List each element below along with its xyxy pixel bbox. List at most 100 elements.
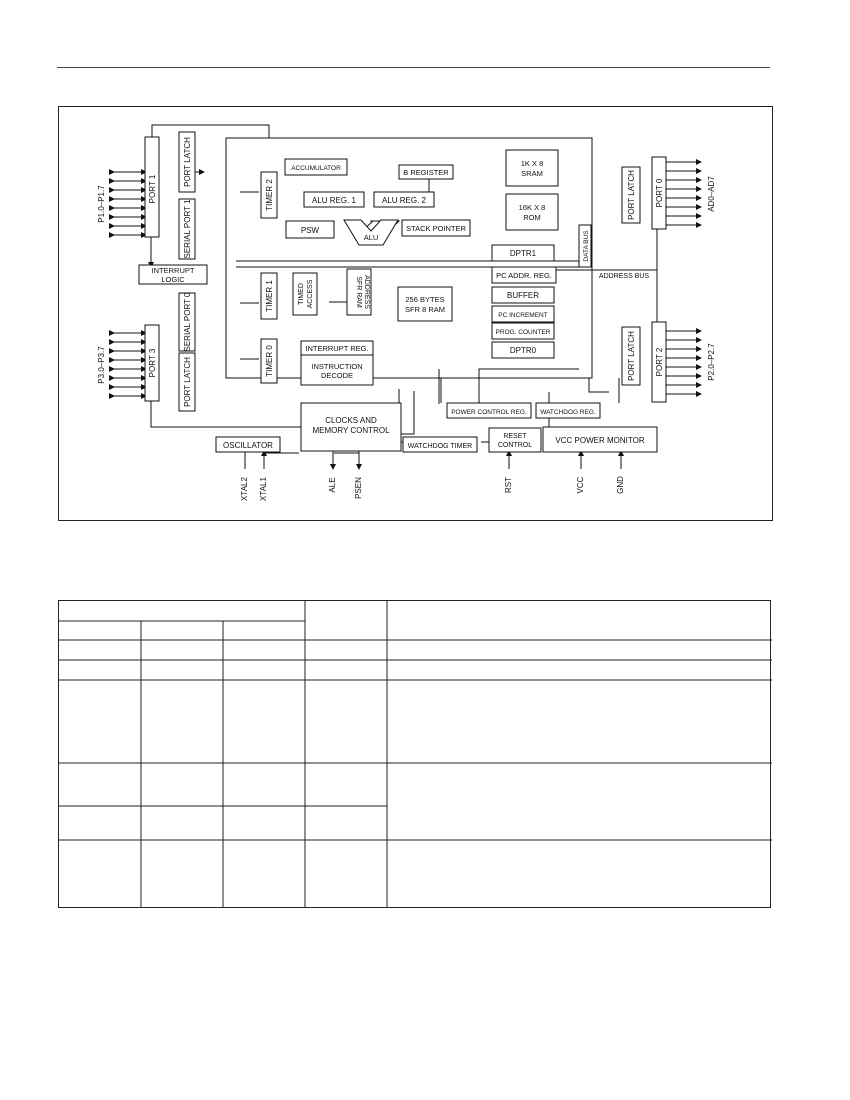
pc-increment-block (491, 305, 555, 323)
dptr0-block (491, 341, 555, 359)
port-latch-2-block (621, 326, 641, 386)
oscillator-block (215, 436, 281, 453)
dptr1-block (491, 244, 555, 262)
oscillator-label: OSCILLATOR (223, 441, 273, 450)
accumulator-label: ACCUMULATOR (291, 165, 341, 172)
xtal1-label: XTAL1 (259, 477, 268, 501)
b-register-label: B REGISTER (403, 168, 449, 177)
p2-pin-arrows (662, 328, 702, 397)
rom-label-2: ROM (523, 213, 541, 222)
instruction-decode-block (300, 354, 374, 386)
rst-label: RST (504, 477, 513, 493)
ram-label-1: 256 BYTES (405, 295, 444, 304)
sfr-ram-address-label-1: SFR RAM (355, 276, 362, 308)
sfr-ram-address-label-2: ADDRESS (363, 275, 370, 309)
timer0-block (260, 338, 278, 384)
instruction-decode-label-1: INSTRUCTION (311, 362, 362, 371)
port-latch-0-label: PORT LATCH (627, 170, 636, 220)
alu-reg1-block (303, 191, 365, 208)
vcc-power-monitor-label: VCC POWER MONITOR (555, 436, 644, 445)
port-latch-0-block (621, 166, 641, 224)
xtal2-label: XTAL2 (240, 477, 249, 501)
prog-counter-label: PROG. COUNTER (496, 329, 551, 336)
port3-label: PORT 3 (148, 348, 157, 377)
serial-port-0-label: SERIAL PORT 0 (183, 292, 192, 352)
serial-port-1-label: SERIAL PORT 1 (183, 199, 192, 259)
pin-description-table (58, 600, 772, 908)
timed-access-label-2: ACCESS (307, 279, 314, 308)
alu-reg2-block (373, 191, 435, 208)
stack-pointer-label: STACK POINTER (406, 224, 466, 233)
header-rule (57, 67, 770, 68)
block-diagram-svg: PORT 1 PORT LATCH SERIAL PORT 1 TIMER 2 … (97, 124, 716, 501)
reset-control-label-1: RESET (503, 433, 527, 440)
port-latch-1-block (178, 131, 196, 193)
reset-control-block (488, 427, 542, 453)
interrupt-logic-block (138, 264, 208, 285)
b-register-block (398, 164, 454, 180)
internal-bus-frame (225, 137, 593, 379)
block-diagram: PORT 1 PORT LATCH SERIAL PORT 1 TIMER 2 … (58, 106, 773, 521)
alu-block (343, 219, 399, 246)
alu-reg1-label: ALU REG. 1 (312, 196, 357, 205)
port0-label: PORT 0 (655, 178, 664, 207)
timer2-label: TIMER 2 (265, 179, 274, 211)
vcc-label: VCC (576, 476, 585, 493)
watchdog-reg-label: WATCHDOG REG. (540, 409, 596, 416)
sram-block (505, 149, 559, 187)
rom-block (505, 193, 559, 231)
port1-block (144, 136, 160, 238)
psw-block (285, 220, 335, 239)
p1-pin-label: P1.0–P1.7 (97, 185, 106, 223)
clocks-block (300, 402, 402, 452)
instruction-decode-label-2: DECODE (321, 371, 353, 380)
psen-label: PSEN (354, 477, 363, 499)
p1-pin-arrows (109, 169, 147, 238)
serial-port-1-block (178, 198, 196, 260)
p3-pin-arrows (109, 330, 147, 399)
alu-reg2-label: ALU REG. 2 (382, 196, 427, 205)
ram-label-2: SFR 8 RAM (405, 305, 445, 314)
interrupt-reg-label: INTERRUPT REG. (305, 344, 368, 353)
accumulator-block (284, 158, 348, 176)
port2-label: PORT 2 (655, 347, 664, 376)
data-bus-label: DATA BUS (583, 230, 590, 262)
pc-addr-reg-label: PC ADDR. REG. (496, 271, 552, 280)
port-latch-1-label: PORT LATCH (183, 137, 192, 187)
port0-block (651, 156, 667, 230)
timer2-block (260, 171, 278, 219)
gnd-label: GND (616, 476, 625, 494)
dptr1-label: DPTR1 (510, 249, 537, 258)
power-control-reg-block (446, 402, 532, 419)
data-bus-block (578, 224, 592, 268)
sram-label-1: 1K X 8 (521, 159, 544, 168)
ad-pin-label: AD0–AD7 (707, 176, 716, 212)
port-latch-2-label: PORT LATCH (627, 331, 636, 381)
sram-label-2: SRAM (521, 169, 543, 178)
port-latch-3-label: PORT LATCH (183, 357, 192, 407)
pin-table-grid (59, 601, 772, 908)
sfr-ram-address-block (346, 268, 372, 316)
vcc-power-monitor-block (542, 426, 658, 453)
port2-block (651, 321, 667, 403)
reset-control-label-2: CONTROL (498, 442, 532, 449)
prog-counter-block (491, 322, 555, 340)
timed-access-block (292, 272, 318, 316)
power-control-reg-label: POWER CONTROL REG. (451, 409, 527, 416)
p3-pin-label: P3.0–P3.7 (97, 346, 106, 384)
timed-access-label-1: TIMED (298, 283, 305, 305)
clocks-label-1: CLOCKS AND (325, 416, 377, 425)
buffer-label: BUFFER (507, 291, 539, 300)
timer0-label: TIMER 0 (265, 345, 274, 377)
port3-block (144, 324, 160, 402)
pc-addr-reg-block (491, 266, 557, 284)
ad-pin-arrows (662, 159, 702, 228)
bottom-pin-arrows (242, 446, 624, 470)
stack-pointer-block (401, 219, 471, 237)
timer1-block (260, 272, 278, 320)
watchdog-timer-label: WATCHDOG TIMER (408, 443, 472, 450)
ale-label: ALE (328, 477, 337, 492)
pc-increment-label: PC INCREMENT (498, 312, 548, 319)
port1-label: PORT 1 (148, 174, 157, 203)
clocks-label-2: MEMORY CONTROL (312, 426, 390, 435)
